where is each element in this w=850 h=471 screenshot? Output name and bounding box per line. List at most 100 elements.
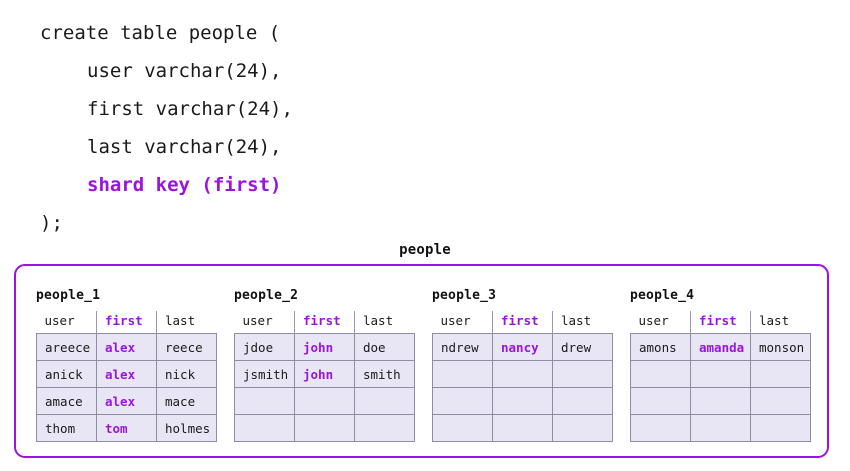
table-row	[234, 414, 415, 442]
table-cell-first	[690, 387, 751, 415]
table-cell-user	[234, 414, 295, 442]
table-cell-user: amace	[36, 387, 97, 415]
shard-label: people_3	[432, 288, 497, 303]
table-cell-last	[354, 414, 415, 442]
table-cell-last: mace	[156, 387, 217, 415]
table-row	[630, 387, 811, 415]
table-cell-first: tom	[96, 414, 157, 442]
table-cell-user: areece	[36, 333, 97, 361]
table-cell-user: amons	[630, 333, 691, 361]
column-header-user: user	[234, 311, 295, 334]
table-cell-user	[630, 360, 691, 388]
table-cell-last: holmes	[156, 414, 217, 442]
table-cell-user: jdoe	[234, 333, 295, 361]
table-row	[234, 387, 415, 415]
table-cell-last	[354, 387, 415, 415]
code-line: );	[40, 212, 63, 234]
table-cell-first	[690, 414, 751, 442]
column-header-last: last	[165, 313, 196, 328]
table-cell-user: thom	[36, 414, 97, 442]
table-cell-last: smith	[354, 360, 415, 388]
table-cell-last: monson	[750, 333, 811, 361]
column-header-first: first	[690, 311, 751, 334]
column-header-last: last	[363, 313, 394, 328]
sql-code-block: create table people (user varchar(24),fi…	[40, 14, 293, 242]
column-header-user: user	[630, 311, 691, 334]
code-line: shard key (first)	[40, 166, 293, 204]
table-cell-user	[234, 387, 295, 415]
shard-label: people_1	[36, 288, 101, 303]
shard-label: people_4	[630, 288, 695, 303]
table-cell-first: john	[294, 360, 355, 388]
column-header-user: user	[432, 311, 493, 334]
table-row	[630, 414, 811, 442]
diagram-title: people	[399, 242, 451, 258]
column-header-first: first	[294, 311, 355, 334]
table-cell-first	[492, 414, 553, 442]
table-cell-user	[630, 414, 691, 442]
table-cell-first	[690, 360, 751, 388]
column-header-last: last	[561, 313, 592, 328]
table-cell-last	[552, 387, 613, 415]
table-cell-last	[552, 360, 613, 388]
table-cell-last: doe	[354, 333, 415, 361]
table-cell-user	[432, 414, 493, 442]
shard-label: people_2	[234, 288, 299, 303]
column-header-user: user	[36, 311, 97, 334]
table-cell-first: nancy	[492, 333, 553, 361]
table-cell-last	[750, 360, 811, 388]
table-row	[432, 387, 613, 415]
shard-key-clause: shard key (first)	[87, 174, 282, 196]
table-cell-last	[552, 414, 613, 442]
table-cell-user: jsmith	[234, 360, 295, 388]
table-cell-last	[750, 387, 811, 415]
table-cell-first: john	[294, 333, 355, 361]
table-cell-user: ndrew	[432, 333, 493, 361]
table-cell-first	[492, 360, 553, 388]
column-header-first: first	[96, 311, 157, 334]
table-cell-first	[492, 387, 553, 415]
column-header-last: last	[759, 313, 790, 328]
table-cell-user	[432, 360, 493, 388]
table-row	[630, 360, 811, 388]
code-line: first varchar(24),	[87, 98, 293, 120]
code-line: user varchar(24),	[87, 60, 282, 82]
table-cell-first: alex	[96, 360, 157, 388]
table-cell-last: reece	[156, 333, 217, 361]
table-cell-user	[432, 387, 493, 415]
table-row	[432, 414, 613, 442]
table-cell-first	[294, 414, 355, 442]
table-cell-last: drew	[552, 333, 613, 361]
code-line: last varchar(24),	[87, 136, 282, 158]
table-cell-first	[294, 387, 355, 415]
table-cell-last	[750, 414, 811, 442]
table-cell-user	[630, 387, 691, 415]
table-cell-last: nick	[156, 360, 217, 388]
column-header-first: first	[492, 311, 553, 334]
table-row	[432, 360, 613, 388]
table-cell-user: anick	[36, 360, 97, 388]
table-cell-first: alex	[96, 333, 157, 361]
